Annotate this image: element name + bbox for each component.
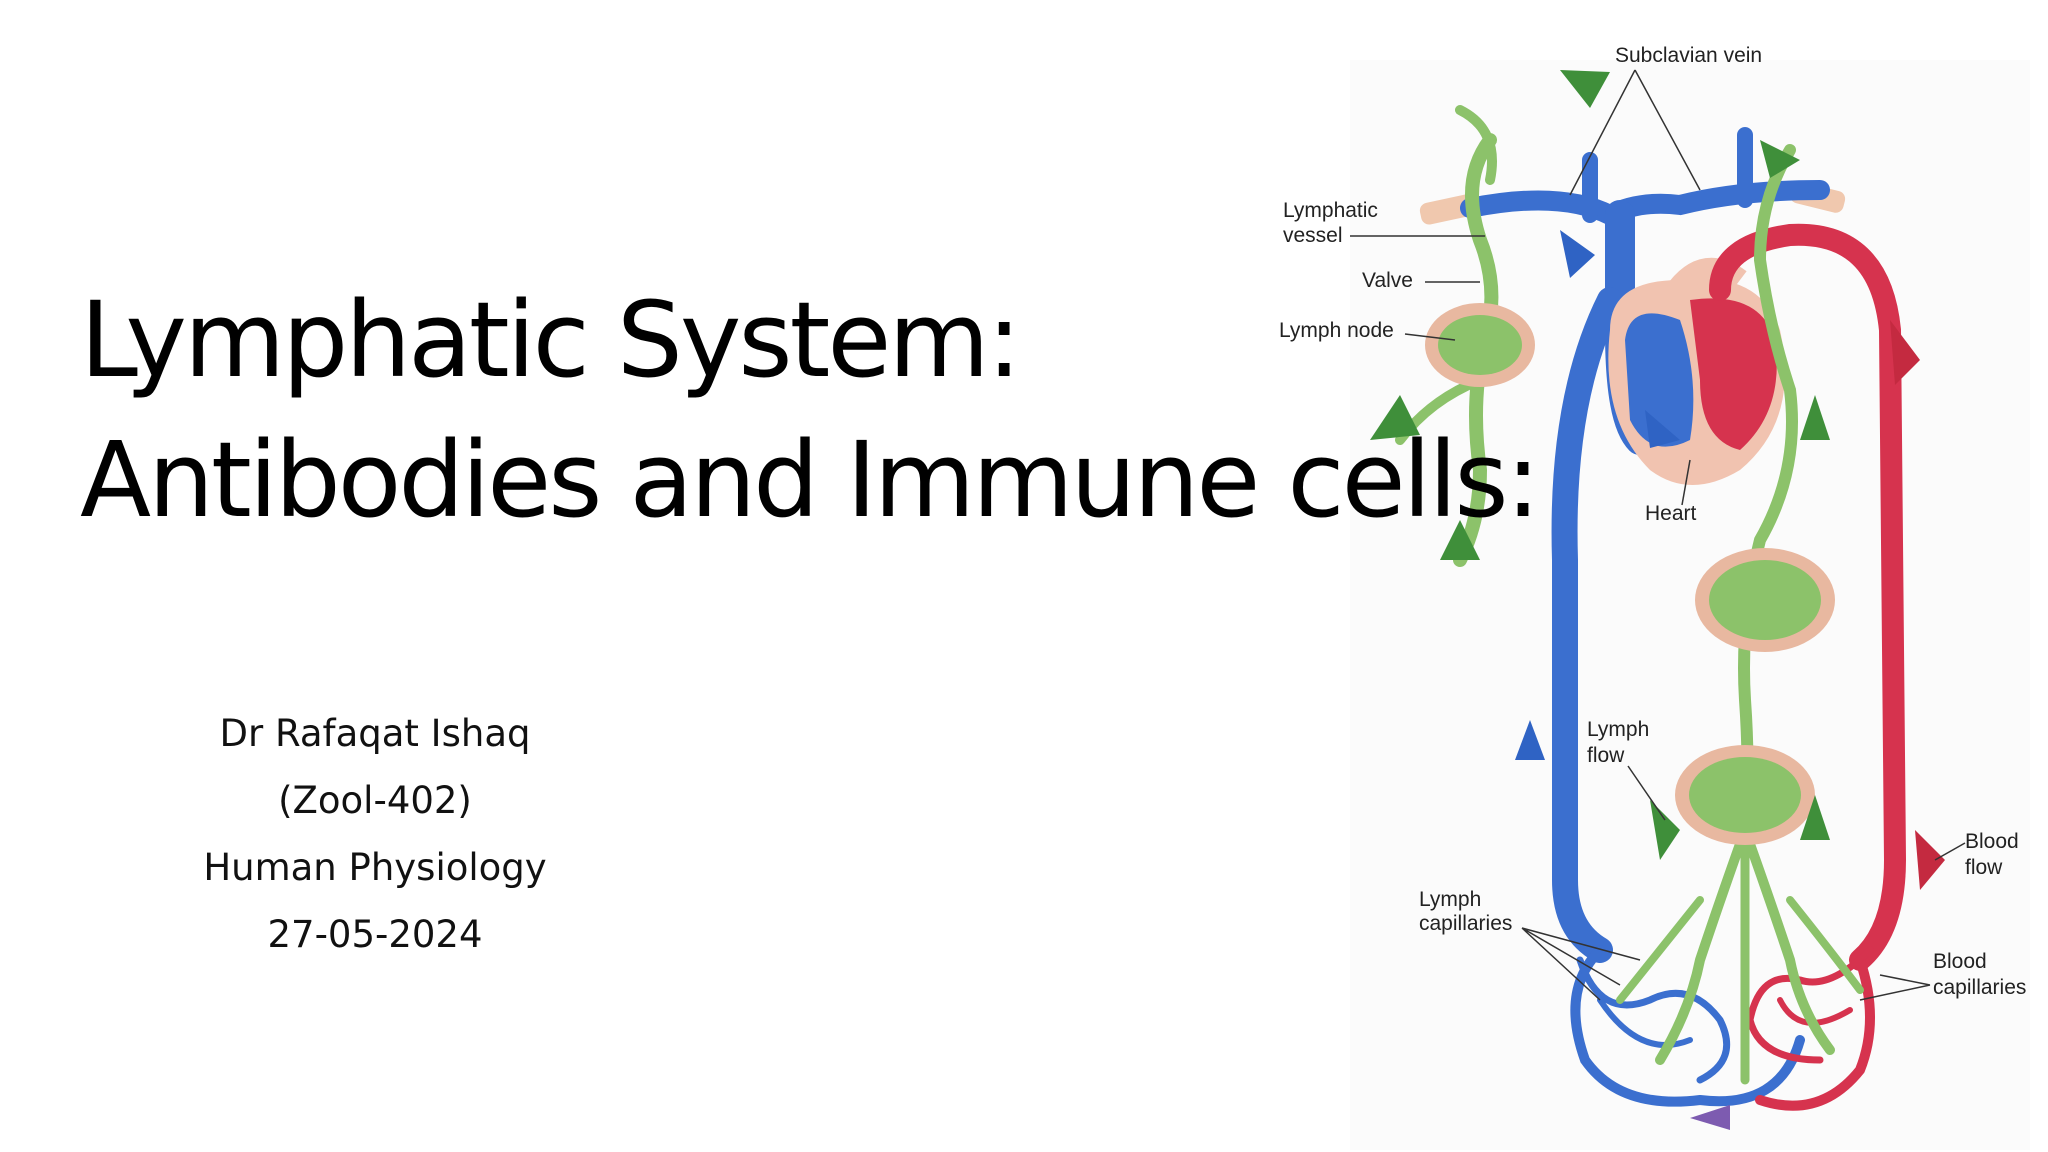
label-blood-flow-1: Blood [1965, 830, 2019, 853]
label-lymph-flow-2: flow [1587, 744, 1625, 767]
label-lymph-flow-1: Lymph [1587, 718, 1649, 741]
leader-lines [1350, 69, 1966, 1001]
blue-arrow [1645, 410, 1680, 448]
purple-arrow [1690, 1105, 1730, 1130]
blue-arrow [1560, 230, 1595, 278]
slide-title-line-1: Lymphatic System: [80, 279, 1022, 401]
green-arrow [1760, 140, 1800, 178]
course-code: (Zool-402) [278, 779, 472, 822]
green-arrow [1800, 795, 1830, 840]
green-arrow [1560, 70, 1610, 108]
red-arrow [1915, 830, 1945, 890]
flow-arrows [1370, 70, 1945, 1130]
lymphatic-system-diagram: Subclavian vein Lymphatic vessel Valve L… [1279, 44, 2030, 1150]
lymph-nodes [1425, 303, 1835, 845]
diagram-labels: Subclavian vein Lymphatic vessel Valve L… [1279, 44, 2026, 999]
label-valve: Valve [1362, 269, 1413, 292]
label-lymph-node: Lymph node [1279, 319, 1394, 342]
green-arrow [1800, 395, 1830, 440]
label-heart: Heart [1645, 502, 1697, 525]
red-arrow [1890, 320, 1920, 385]
label-subclavian-vein: Subclavian vein [1615, 44, 1762, 67]
slide-title: Lymphatic System: Antibodies and Immune … [80, 270, 1541, 550]
arterial-vessels [1709, 223, 1907, 1111]
label-lymphatic-vessel-2: vessel [1283, 224, 1343, 247]
label-blood-capillaries-2: capillaries [1933, 976, 2026, 999]
label-blood-capillaries-1: Blood [1933, 950, 1987, 973]
slide-title-line-2: Antibodies and Immune cells: [80, 419, 1541, 541]
label-lymph-capillaries-1: Lymph [1419, 888, 1481, 911]
course-name: Human Physiology [203, 846, 547, 889]
label-lymph-capillaries-2: capillaries [1419, 912, 1512, 935]
green-arrow [1440, 520, 1480, 560]
green-arrow [1370, 395, 1420, 440]
blue-arrow [1515, 720, 1545, 760]
slide-subtitle: Dr Rafaqat Ishaq (Zool-402) Human Physio… [140, 700, 610, 968]
presenter-name: Dr Rafaqat Ishaq [219, 712, 531, 755]
label-blood-flow-2: flow [1965, 856, 2003, 879]
presentation-date: 27-05-2024 [267, 913, 483, 956]
green-arrow [1650, 800, 1680, 860]
label-lymphatic-vessel-1: Lymphatic [1283, 199, 1378, 222]
